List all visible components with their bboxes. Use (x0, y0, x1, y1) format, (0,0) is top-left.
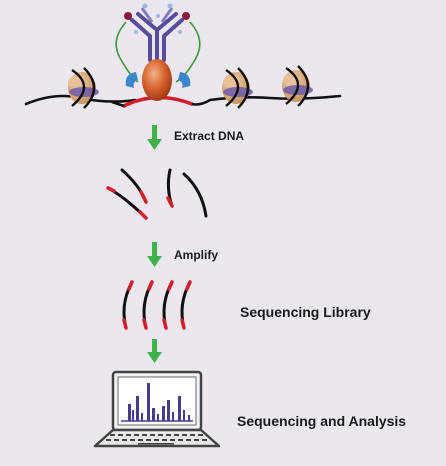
peak-chart-icon (121, 383, 193, 422)
nucleosome-icon (282, 65, 313, 107)
extracted-fragments (106, 168, 208, 220)
clamp-left (125, 72, 138, 88)
dna-fragment-icon (120, 168, 148, 204)
dna-fragment-icon (106, 186, 148, 220)
laptop-icon (93, 370, 221, 448)
arrow-extract (147, 125, 162, 150)
clamp-right (178, 72, 191, 88)
step-label-sequencing-analysis: Sequencing and Analysis (237, 413, 407, 429)
nucleosome-icon (222, 67, 253, 109)
step-label-amplify: Amplify (174, 248, 219, 262)
chromatin-icon (24, 3, 342, 109)
dna-fragment-icon (122, 280, 134, 330)
dna-fragment-icon (182, 172, 208, 218)
arrow-sequence (147, 339, 162, 363)
antibody-icon (124, 3, 190, 62)
dna-fragment-icon (142, 280, 154, 330)
arrow-amplify (147, 242, 162, 267)
step-label-sequencing-library: Sequencing Library (240, 304, 371, 320)
dna-fragment-icon (180, 280, 192, 330)
dna-fragment-icon (166, 168, 174, 208)
transcription-factor-icon (142, 59, 172, 101)
nucleosome-icon (68, 67, 99, 109)
sequencing-library (122, 280, 192, 330)
step-label-extract-dna: Extract DNA (174, 129, 245, 143)
dna-fragment-icon (162, 280, 174, 330)
